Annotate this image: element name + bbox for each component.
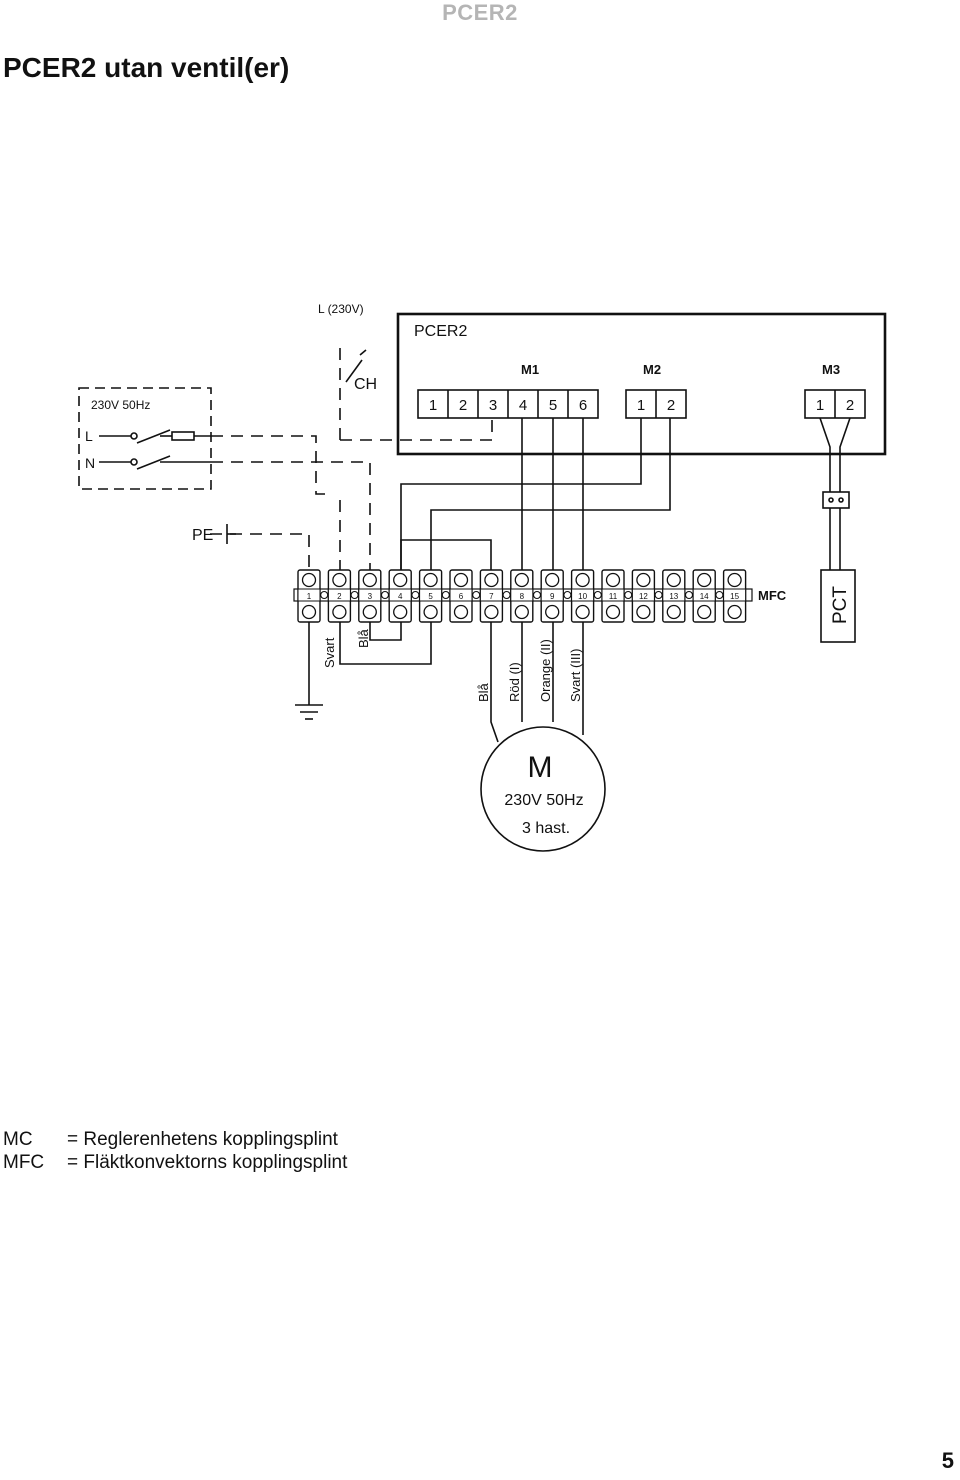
legend-key: MFC [3, 1152, 45, 1173]
mfc-terminal-11: 11 [601, 569, 633, 623]
mfc-terminal-12: 12 [631, 569, 663, 623]
mfc-label: MFC [758, 588, 787, 603]
svg-text:11: 11 [609, 592, 618, 601]
motor-circle [480, 726, 606, 852]
wire-svart-link [339, 622, 432, 665]
mfc-terminal-14: 14 [692, 569, 724, 623]
svg-text:6: 6 [459, 592, 464, 601]
svg-text:5: 5 [428, 592, 433, 601]
m1-terminal-4: 4 [519, 397, 527, 414]
supply-label: 230V 50Hz [91, 398, 150, 412]
line-230v-label: L (230V) [318, 302, 364, 316]
legend: MC = Reglerenhetens kopplingsplint MFC =… [3, 1128, 347, 1174]
ch-switch-contact [345, 359, 363, 383]
svg-text:9: 9 [550, 592, 555, 601]
m3-label: M3 [822, 362, 840, 377]
page-title: PCER2 utan ventil(er) [3, 52, 290, 83]
mfc-terminal-1: 1 [297, 569, 329, 623]
m2-terminal-2: 2 [667, 397, 675, 414]
m1-terminal-3: 3 [489, 397, 497, 414]
wire-m2-1 [400, 418, 642, 570]
mfc-terminal-2: 2 [327, 569, 359, 623]
pct-label: PCT [830, 586, 851, 624]
mfc-terminal-10: 10 [570, 569, 602, 623]
m2-terminal-1: 1 [637, 397, 645, 414]
wire-label-bla-motor: Blå [476, 682, 491, 702]
page-number: 5 [941, 1448, 954, 1473]
legend-value: = Reglerenhetens kopplingsplint [67, 1129, 338, 1150]
wire-pe-dashed [210, 533, 310, 570]
svg-text:8: 8 [520, 592, 525, 601]
mfc-terminal-6: 6 [449, 569, 481, 623]
mfc-terminal-13: 13 [662, 569, 694, 623]
svg-text:10: 10 [578, 592, 587, 601]
wire-m3-1 [819, 417, 831, 492]
pe-label: PE [192, 527, 213, 544]
ch-label: CH [354, 376, 377, 393]
svg-text:7: 7 [489, 592, 494, 601]
svg-text:1: 1 [307, 592, 312, 601]
ch-switch-top [359, 349, 367, 356]
m3-terminal-2: 2 [846, 397, 854, 414]
wire-bla-link [369, 622, 402, 641]
supply-terminal-l [130, 432, 138, 440]
supply-label-l: L [85, 428, 93, 444]
mfc-terminal-8: 8 [510, 569, 542, 623]
wire-n-dashed [211, 461, 371, 570]
svg-text:14: 14 [700, 592, 709, 601]
legend-row-mc: MC = Reglerenhetens kopplingsplint [3, 1128, 347, 1151]
motor-speeds: 3 hast. [522, 820, 570, 837]
supply-terminal-n [130, 458, 138, 466]
m1-terminal-5: 5 [549, 397, 557, 414]
motor-rating: 230V 50Hz [504, 792, 583, 809]
svg-text:4: 4 [398, 592, 403, 601]
wire-label-svart-motor: Svart (III) [568, 649, 583, 702]
svg-text:13: 13 [669, 592, 678, 601]
mfc-terminal-9: 9 [540, 569, 572, 623]
fuse-symbol [171, 431, 195, 441]
svg-text:2: 2 [337, 592, 342, 601]
svg-text:3: 3 [368, 592, 373, 601]
wire-label-orange: Orange (II) [538, 639, 553, 702]
supply-label-n: N [85, 455, 95, 471]
legend-value: = Fläktkonvektorns kopplingsplint [67, 1152, 348, 1173]
mfc-terminal-7: 7 [479, 569, 511, 623]
supply-box [78, 387, 212, 490]
svg-text:12: 12 [639, 592, 648, 601]
legend-key: MC [3, 1129, 33, 1150]
pct-sensor-box [820, 569, 856, 643]
svg-text:15: 15 [730, 592, 739, 601]
wire-l-dashed [211, 435, 330, 495]
m1-label: M1 [521, 362, 539, 377]
m3-terminal-1: 1 [816, 397, 824, 414]
m2-label: M2 [643, 362, 661, 377]
m1-terminal-6: 6 [579, 397, 587, 414]
wire-label-svart: Svart [322, 637, 337, 668]
wire-motor-bla [490, 622, 499, 743]
mfc-terminal-3: 3 [358, 569, 390, 623]
wire-m3-2 [839, 417, 851, 492]
m1-terminal-2: 2 [459, 397, 467, 414]
wire-terminal-7-link [400, 539, 492, 570]
wire-label-rod: Röd (I) [507, 662, 522, 702]
mfc-terminal-4: 4 [388, 569, 420, 623]
m1-terminal-1: 1 [429, 397, 437, 414]
mfc-terminal-15: 15 [722, 569, 747, 623]
supply-switch-n [136, 455, 171, 470]
mfc-terminal-5: 5 [418, 569, 450, 623]
header-brand: PCER2 [442, 0, 518, 25]
wire-ch-terminal [340, 418, 493, 441]
legend-row-mfc: MFC = Fläktkonvektorns kopplingsplint [3, 1151, 347, 1174]
supply-switch-l [136, 429, 171, 444]
controller-title: PCER2 [414, 323, 467, 340]
wire-label-bla-left: Blå [356, 628, 371, 648]
motor-symbol: M [528, 751, 553, 784]
sensor-connector [822, 491, 850, 509]
